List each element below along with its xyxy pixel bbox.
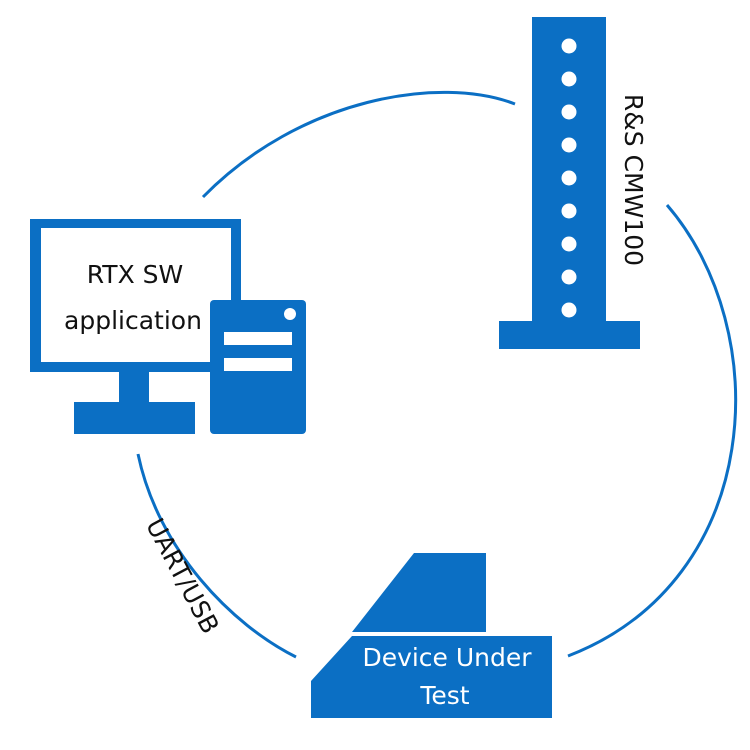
device-body (311, 636, 552, 718)
instrument-port-dot (561, 170, 577, 186)
instrument-port-dot (561, 38, 577, 54)
desktop-computer-icon (30, 219, 306, 434)
connection-arc-computer-instrument (201, 90, 516, 199)
instrument-port-dot (561, 104, 577, 120)
device-label-line2: Test (419, 681, 469, 710)
test-instrument-icon (499, 17, 640, 349)
instrument-port-dot (561, 236, 577, 252)
link-label-uart-usb: UART/USB (140, 514, 225, 639)
tower-drive-bay-2 (224, 358, 292, 371)
connection-arc-computer-device (136, 453, 297, 659)
device-label-line1: Device Under (362, 643, 532, 672)
computer-label-line2: application (64, 306, 202, 335)
tower-power-button (284, 308, 296, 320)
instrument-base (499, 321, 640, 349)
instrument-port-dot (561, 269, 577, 285)
connection-arc-instrument-device (567, 204, 737, 658)
instrument-label: R&S CMW100 (619, 94, 648, 266)
instrument-port-dot (561, 137, 577, 153)
instrument-port-dot (561, 302, 577, 318)
instrument-port-dot (561, 203, 577, 219)
computer-label-line1: RTX SW (87, 260, 183, 289)
instrument-port-dot (561, 71, 577, 87)
device-screen-panel (352, 553, 486, 632)
tower-drive-bay-1 (224, 332, 292, 345)
instrument-ports (561, 38, 577, 318)
device-under-test-icon (311, 553, 552, 718)
monitor-neck (119, 372, 149, 402)
monitor-screen (41, 228, 231, 362)
monitor-base (74, 402, 195, 434)
